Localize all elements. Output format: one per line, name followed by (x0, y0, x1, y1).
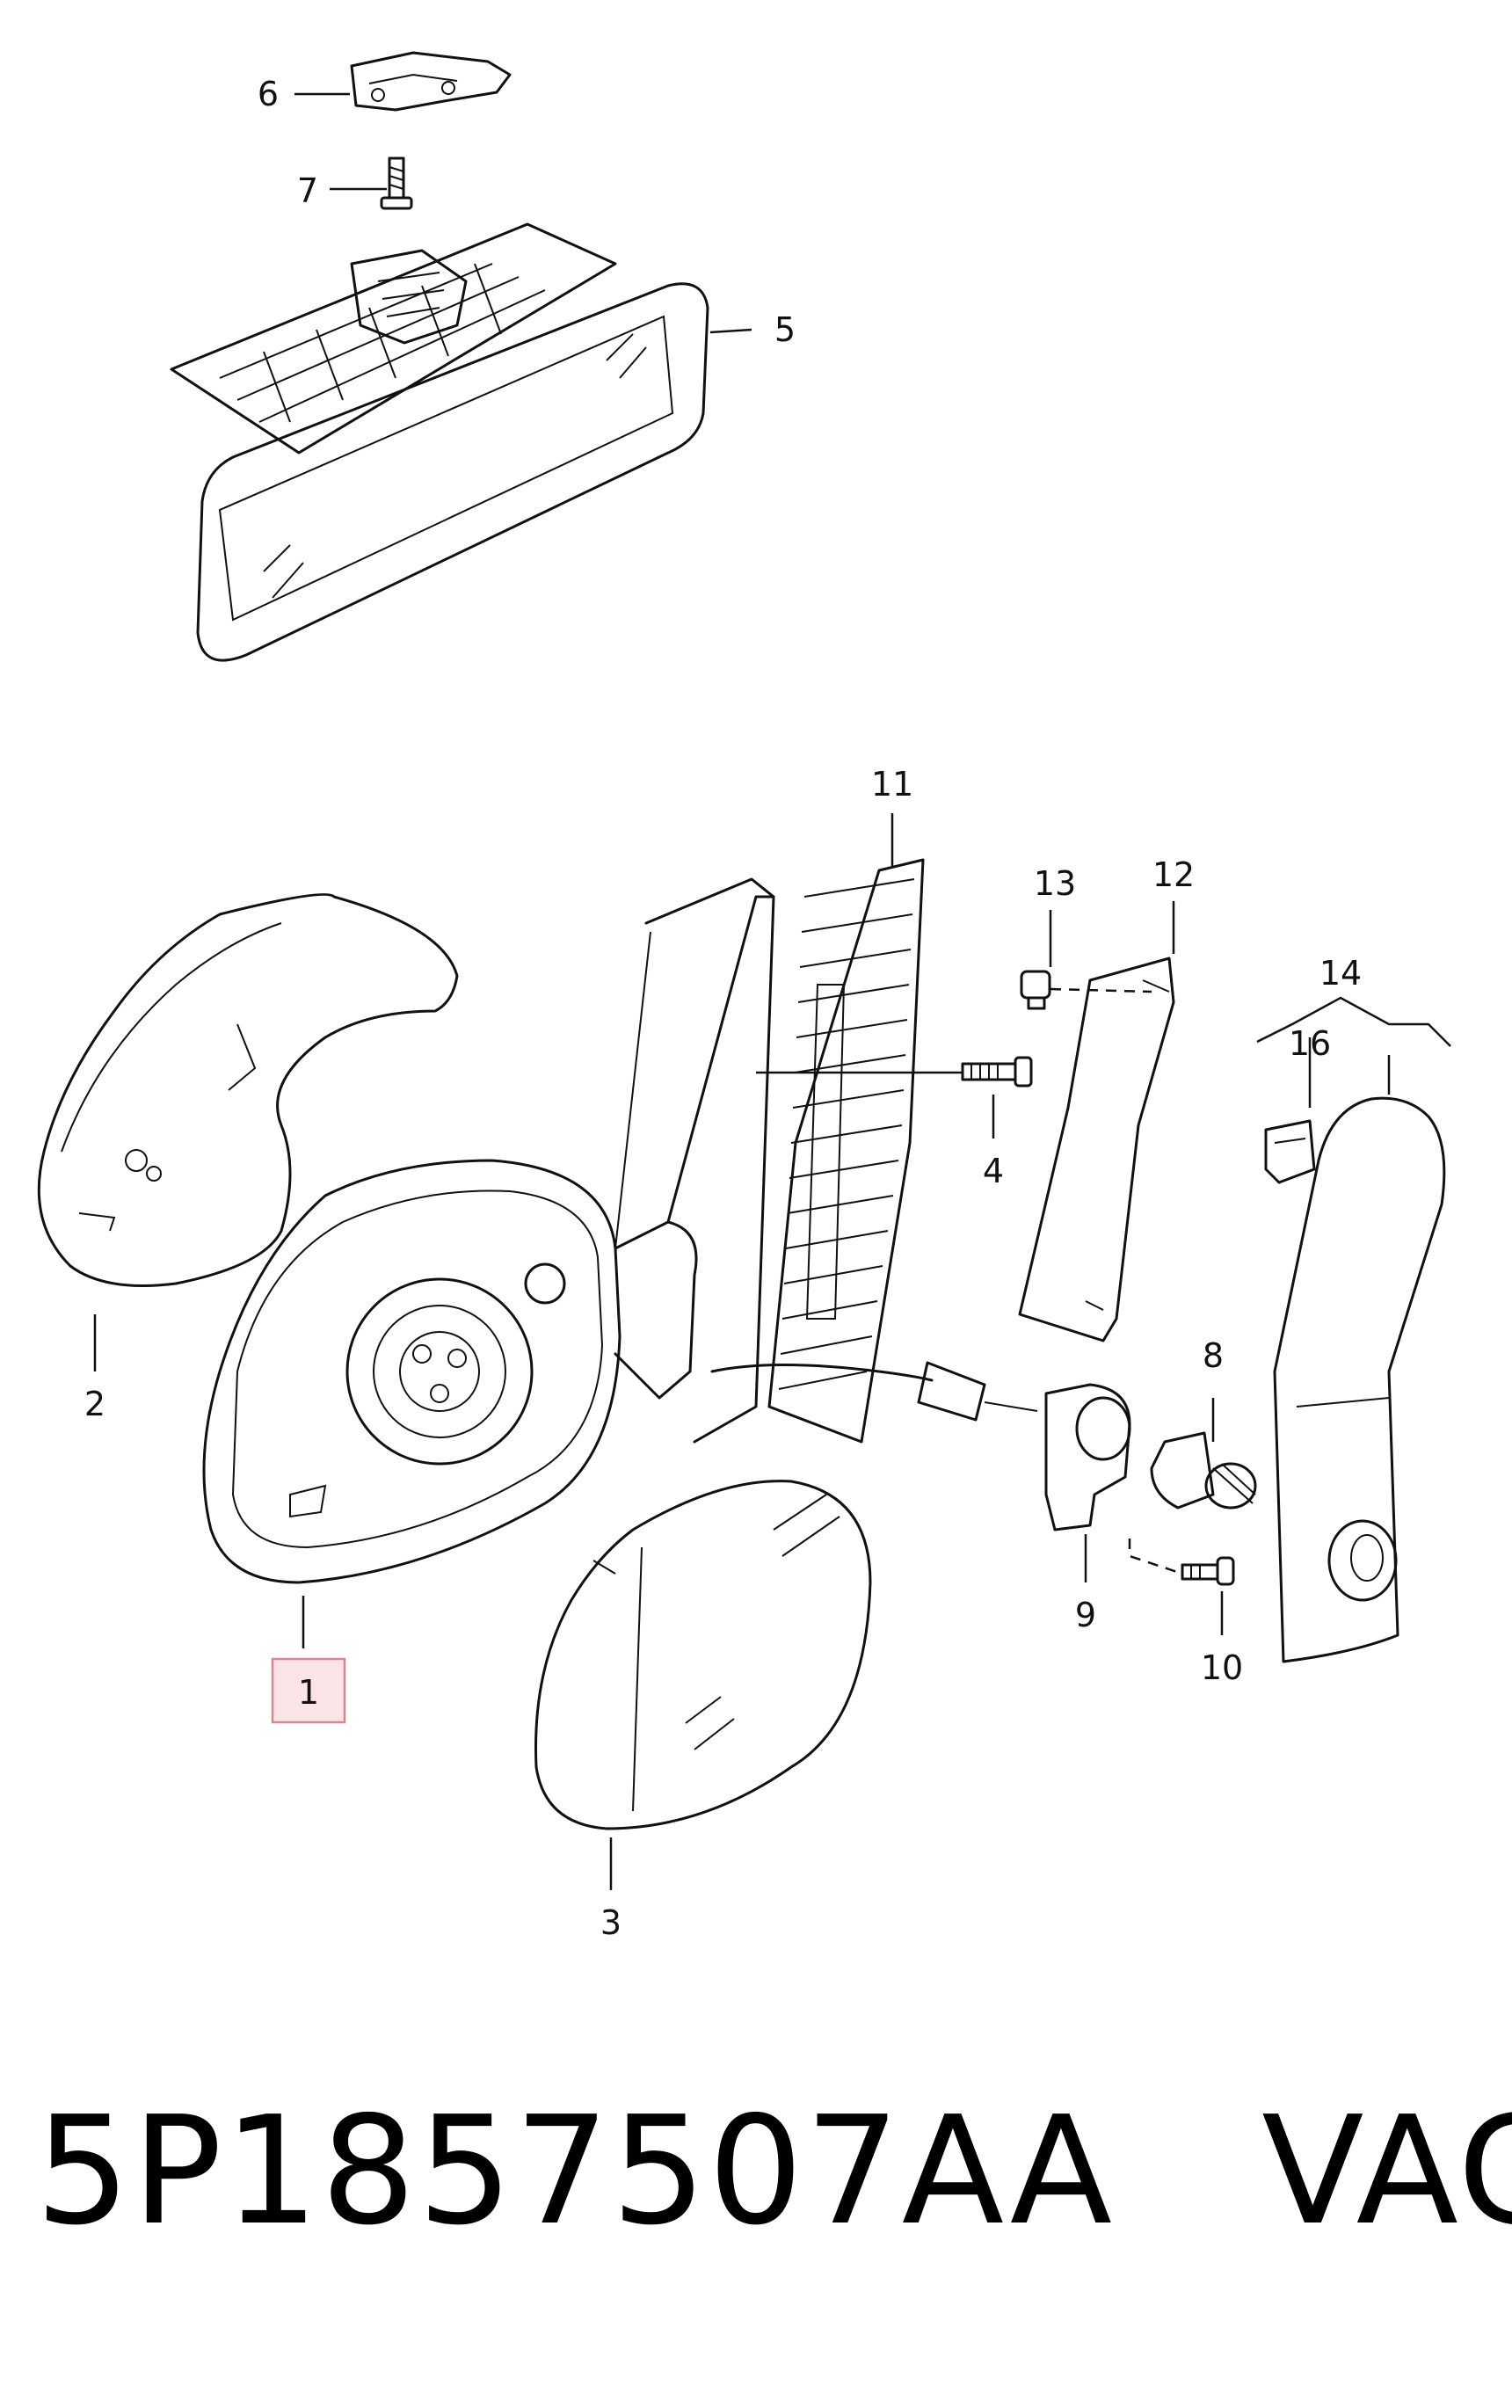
part-11-gasket (767, 858, 925, 1444)
callout-4[interactable]: 4 (983, 1152, 1004, 1190)
callout-7[interactable]: 7 (297, 171, 318, 210)
highlight-box-1 (271, 1657, 346, 1724)
part-3-mirror-glass (534, 1480, 872, 1830)
part-6-mount-base (350, 51, 512, 112)
part-number-caption: 5P1857507AA VAG (35, 2084, 1512, 2259)
part-number: 5P1857507AA (35, 2084, 1115, 2259)
callout-11[interactable]: 11 (871, 765, 913, 804)
brand-name: VAG (1261, 2084, 1512, 2259)
callout-1[interactable]: 1 (298, 1673, 319, 1712)
callout-12[interactable]: 12 (1152, 855, 1195, 894)
callout-3[interactable]: 3 (600, 1903, 622, 1942)
callout-9[interactable]: 9 (1075, 1596, 1096, 1634)
wiring-harness (710, 1361, 1038, 1422)
part-14-cover-panel (1273, 1096, 1446, 1663)
part-16-clip (1264, 1119, 1316, 1184)
callout-13[interactable]: 13 (1034, 864, 1076, 903)
callout-8[interactable]: 8 (1203, 1336, 1224, 1375)
part-1-mirror-housing (202, 877, 775, 1584)
part-12-trim-strip (1018, 957, 1175, 1342)
leader-lines (93, 92, 1451, 1890)
part-10-screw (1181, 1556, 1235, 1586)
callout-2[interactable]: 2 (84, 1385, 105, 1423)
callout-16[interactable]: 16 (1289, 1024, 1331, 1063)
callout-14[interactable]: 14 (1319, 954, 1362, 993)
part-8-bulb-holder (1150, 1431, 1257, 1510)
caption-gap (1114, 2084, 1261, 2259)
part-13-clip (1020, 970, 1152, 1010)
part-4-screw (756, 1056, 1033, 1088)
callout-10[interactable]: 10 (1201, 1648, 1243, 1687)
part-2-mirror-cap (37, 893, 459, 1287)
part-7-screw (380, 156, 413, 210)
callout-6[interactable]: 6 (258, 75, 279, 113)
callout-5[interactable]: 5 (774, 310, 796, 349)
part-5-interior-mirror (170, 222, 709, 662)
part-9-bracket (1044, 1383, 1183, 1575)
